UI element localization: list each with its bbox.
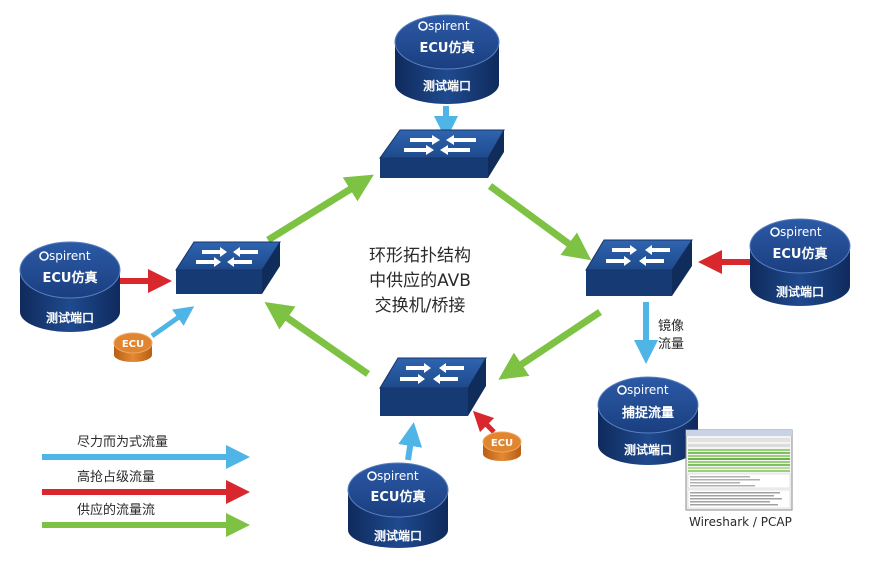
- node-port-label: 测试端口: [624, 442, 672, 457]
- ecu-puck-bottom: ECU: [482, 431, 522, 461]
- green-arrow-left-to-top: [266, 174, 374, 243]
- node-right-ecu-simulation: spirent ECU仿真 测试端口: [749, 218, 851, 306]
- mirror-label-line-2: 流量: [658, 337, 684, 352]
- legend-label: 高抢占级流量: [77, 469, 155, 485]
- blue-arrow-bottom-node-to-switch: [398, 422, 423, 461]
- node-bottom-ecu-simulation: spirent ECU仿真 测试端口: [347, 462, 449, 548]
- green-arrow-top-to-right: [487, 183, 592, 261]
- mirror-label-line-1: 镜像: [658, 319, 684, 334]
- legend-item-best-effort: 尽力而为式流量: [42, 435, 250, 469]
- node-title: ECU仿真: [371, 489, 426, 505]
- legend-label: 尽力而为式流量: [77, 435, 168, 450]
- node-port-label: 测试端口: [46, 310, 94, 325]
- node-title: 捕捉流量: [622, 405, 674, 421]
- blue-arrow-ecu-to-left-switch: [150, 306, 195, 339]
- center-line-2: 中供应的AVB: [369, 271, 471, 291]
- center-description: 环形拓扑结构 中供应的AVB 交换机/桥接: [369, 246, 471, 316]
- node-capture-traffic: spirent 捕捉流量 测试端口: [597, 376, 699, 465]
- node-top-ecu-simulation: spirent ECU仿真 测试端口: [394, 14, 500, 104]
- spirent-logo-text: spirent: [377, 469, 419, 483]
- wireshark-caption: Wireshark / PCAP: [689, 515, 792, 529]
- center-line-3: 交换机/桥接: [375, 296, 466, 316]
- red-arrow-ecu-to-bottom-switch: [472, 410, 496, 434]
- spirent-logo-text: spirent: [428, 19, 470, 33]
- green-arrow-bottom-to-left: [264, 302, 370, 377]
- node-port-label: 测试端口: [776, 284, 824, 299]
- spirent-logo: spirent: [39, 249, 91, 263]
- node-title: ECU仿真: [420, 40, 475, 56]
- switch-bottom: [379, 357, 487, 416]
- switch-right: [585, 239, 693, 296]
- switch-left: [175, 241, 281, 294]
- node-title: ECU仿真: [773, 246, 828, 262]
- center-line-1: 环形拓扑结构: [369, 246, 471, 266]
- spirent-logo-text: spirent: [49, 249, 91, 263]
- spirent-logo-text: spirent: [780, 225, 822, 239]
- ecu-puck-left: ECU: [113, 332, 153, 362]
- legend-item-high-preemption: 高抢占级流量: [42, 469, 250, 504]
- ecu-puck-label: ECU: [122, 339, 144, 350]
- spirent-logo: spirent: [367, 469, 419, 483]
- green-arrow-right-to-bottom: [498, 309, 602, 380]
- switch-top: [379, 129, 505, 178]
- node-title: ECU仿真: [43, 270, 98, 286]
- ecu-puck-label: ECU: [491, 438, 513, 449]
- legend: 尽力而为式流量 高抢占级流量 供应的流量流: [42, 435, 250, 537]
- legend-label: 供应的流量流: [77, 502, 155, 518]
- packet-list-rows: [688, 449, 790, 472]
- spirent-logo-text: spirent: [627, 383, 669, 397]
- spirent-logo: spirent: [418, 19, 470, 33]
- node-left-ecu-simulation: spirent ECU仿真 测试端口: [19, 241, 121, 332]
- spirent-logo: spirent: [770, 225, 822, 239]
- legend-item-provisioned-streams: 供应的流量流: [42, 502, 250, 537]
- wireshark-capture-thumbnail: [685, 429, 793, 511]
- spirent-logo: spirent: [617, 383, 669, 397]
- node-port-label: 测试端口: [423, 78, 471, 93]
- node-port-label: 测试端口: [374, 528, 422, 543]
